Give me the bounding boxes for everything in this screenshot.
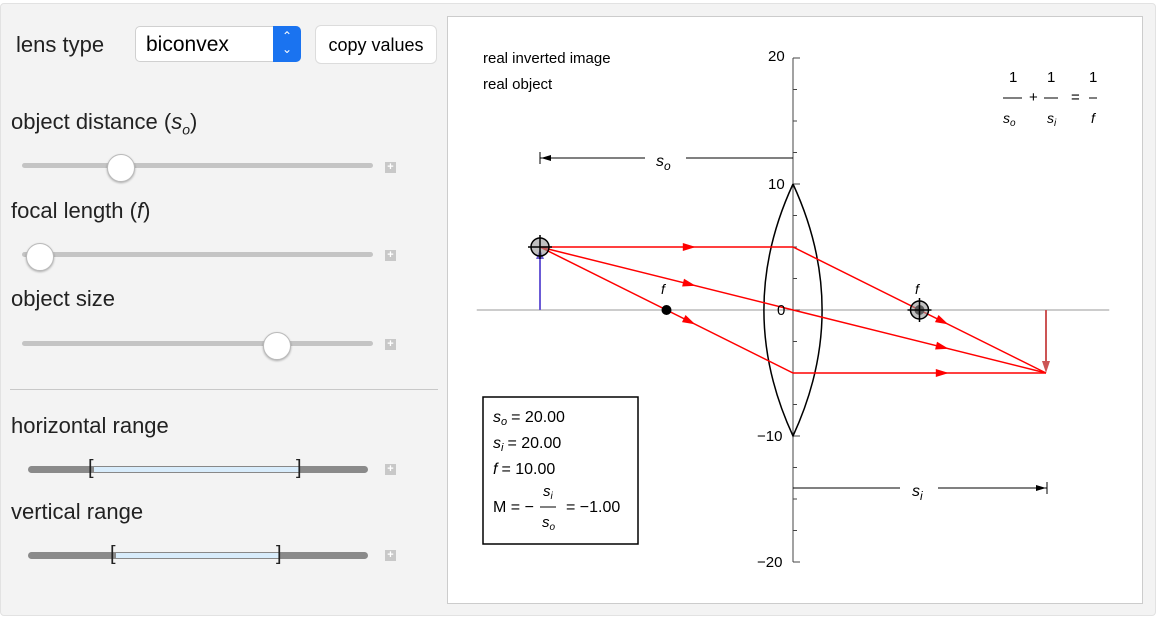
svg-text:si: si	[912, 483, 923, 503]
status-image: real inverted image	[483, 50, 611, 67]
horizontal-range-plus-icon[interactable]: +	[385, 464, 396, 475]
lens-type-label: lens type	[16, 32, 105, 57]
focal-locator-icon-crosshair	[907, 298, 932, 322]
svg-text:1: 1	[1009, 69, 1017, 86]
svg-text:f= 10.00: f= 10.00	[493, 461, 555, 478]
svg-text:si: si	[1047, 110, 1057, 129]
y-tick-label: 20	[768, 48, 785, 65]
svg-text:1: 1	[1047, 69, 1055, 86]
object-size-thumb[interactable]	[263, 332, 291, 360]
horizontal-range-selection[interactable]	[93, 466, 300, 473]
focal-length-slider[interactable]	[22, 252, 373, 257]
svg-text:f: f	[1091, 110, 1097, 126]
object-size-slider[interactable]	[22, 341, 373, 346]
status-object: real object	[483, 76, 553, 93]
lens-type-select[interactable]: biconvex ⌃⌄	[135, 26, 301, 62]
svg-text:si: si	[543, 483, 554, 502]
y-tick-label: 10	[768, 176, 785, 193]
ray-arrow	[935, 369, 949, 377]
svg-text:so= 20.00: so= 20.00	[493, 409, 565, 428]
object-distance-label: object distance (so)	[11, 109, 198, 138]
chevron-updown-icon: ⌃⌄	[273, 26, 301, 62]
copy-values-button[interactable]: copy values	[315, 25, 437, 64]
focal-point-label: f	[661, 281, 667, 297]
focal-length-plus-icon[interactable]: +	[385, 250, 396, 261]
si-dimension: si	[793, 482, 1048, 503]
y-tick-label: −10	[757, 428, 782, 445]
ray-arrow	[682, 243, 696, 251]
svg-text:= −1.00: = −1.00	[566, 499, 620, 516]
svg-text:so: so	[656, 153, 671, 173]
so-dimension: so	[539, 152, 793, 173]
vertical-range-plus-icon[interactable]: +	[385, 550, 396, 561]
ray-arrow	[682, 278, 696, 287]
svg-text:si= 20.00: si= 20.00	[493, 435, 561, 454]
ray-arrow	[681, 315, 696, 325]
svg-text:=: =	[1071, 89, 1080, 106]
svg-text:+: +	[1029, 89, 1038, 106]
vertical-range-slider[interactable]: []	[28, 543, 368, 565]
vertical-range-selection[interactable]	[115, 552, 280, 559]
focal-point-label: f	[915, 281, 921, 297]
svg-text:M = −: M = −	[493, 499, 534, 516]
svg-text:1: 1	[1089, 69, 1097, 86]
image-arrowhead	[1042, 361, 1050, 373]
focal-length-label: focal length (f)	[11, 198, 151, 223]
object-distance-slider[interactable]	[22, 163, 373, 168]
light-ray	[540, 246, 1047, 374]
lens	[763, 183, 823, 438]
ray-arrow	[935, 341, 949, 350]
svg-text:so: so	[1003, 110, 1016, 129]
lens-formula: 1 so + 1 si = 1 f	[1003, 69, 1097, 129]
focal-point	[661, 305, 672, 315]
ray-arrow	[934, 315, 949, 325]
light-ray	[539, 246, 1047, 374]
object-size-plus-icon[interactable]: +	[385, 339, 396, 350]
light-ray	[539, 246, 1046, 374]
lens-type-value: biconvex	[146, 33, 229, 56]
object-locator-icon-crosshair	[528, 235, 552, 259]
horizontal-range-label: horizontal range	[11, 413, 169, 438]
object-distance-thumb[interactable]	[107, 154, 135, 182]
focal-length-thumb[interactable]	[26, 243, 54, 271]
divider	[10, 389, 438, 390]
y-tick-label: −20	[757, 554, 782, 571]
object-distance-plus-icon[interactable]: +	[385, 162, 396, 173]
y-tick-label: 0	[777, 302, 785, 319]
horizontal-range-slider[interactable]: []	[28, 457, 368, 479]
object-size-label: object size	[11, 286, 115, 311]
readout-box: so= 20.00 si= 20.00 f= 10.00 M = − si so…	[482, 396, 639, 545]
vertical-range-label: vertical range	[11, 499, 144, 524]
